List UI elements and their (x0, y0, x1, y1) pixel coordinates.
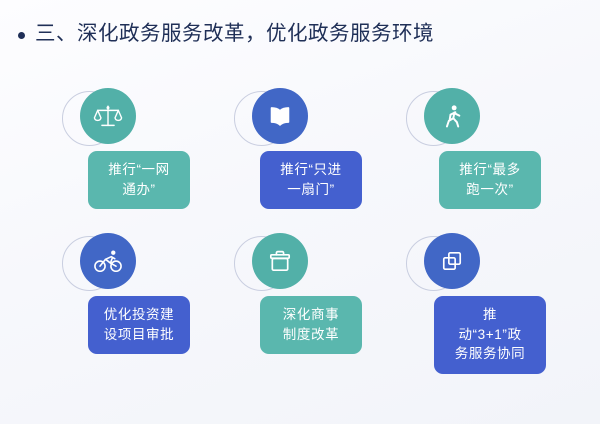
card-4-label-box[interactable]: 优化投资建 设项目审批 (88, 296, 190, 355)
card-2-label: 推行“只进 一扇门” (280, 162, 342, 197)
card-1-icon-cluster (62, 88, 142, 154)
card-4[interactable]: 优化投资建 设项目审批 (55, 233, 230, 378)
card-6-icon-cluster (406, 233, 486, 299)
bullet-icon (18, 31, 25, 39)
page-title: 三、深化政务服务改革，优化政务服务环境 (18, 22, 434, 47)
card-3-label-box[interactable]: 推行“最多 跑一次” (439, 151, 541, 210)
card-5-label-box[interactable]: 深化商事 制度改革 (260, 296, 362, 355)
card-3[interactable]: 推行“最多 跑一次” (399, 88, 574, 233)
running-person-icon (437, 101, 467, 131)
cards-grid: 推行“一网 通办” (0, 88, 600, 378)
copy-squares-icon (438, 247, 466, 275)
card-6-label-box[interactable]: 推 动“3+1”政 务服务协同 (434, 296, 546, 374)
card-2-icon-disc (252, 88, 308, 144)
card-1[interactable]: 推行“一网 通办” (55, 88, 230, 233)
card-4-icon-cluster (62, 233, 142, 299)
page-title-text: 三、深化政务服务改革，优化政务服务环境 (35, 22, 434, 45)
card-5-icon-disc (252, 233, 308, 289)
card-3-icon-disc (424, 88, 480, 144)
bicycle-icon (92, 245, 124, 277)
cards-row-1: 推行“一网 通办” (0, 88, 600, 233)
card-5-label: 深化商事 制度改革 (282, 307, 340, 342)
briefcase-icon (265, 246, 295, 276)
card-4-icon-disc (80, 233, 136, 289)
cards-row-2: 优化投资建 设项目审批 (0, 233, 600, 378)
open-book-icon (265, 101, 295, 131)
card-6[interactable]: 推 动“3+1”政 务服务协同 (399, 233, 574, 378)
card-1-label-box[interactable]: 推行“一网 通办” (88, 151, 190, 210)
card-2-icon-cluster (234, 88, 314, 154)
card-6-label: 推 动“3+1”政 务服务协同 (454, 307, 526, 362)
card-2[interactable]: 推行“只进 一扇门” (227, 88, 402, 233)
card-3-label: 推行“最多 跑一次” (459, 162, 521, 197)
scales-icon (93, 101, 123, 131)
card-1-label: 推行“一网 通办” (108, 162, 170, 197)
card-6-icon-disc (424, 233, 480, 289)
card-5-icon-cluster (234, 233, 314, 299)
card-2-label-box[interactable]: 推行“只进 一扇门” (260, 151, 362, 210)
card-3-icon-cluster (406, 88, 486, 154)
card-4-label: 优化投资建 设项目审批 (103, 307, 175, 342)
card-5[interactable]: 深化商事 制度改革 (227, 233, 402, 378)
card-1-icon-disc (80, 88, 136, 144)
